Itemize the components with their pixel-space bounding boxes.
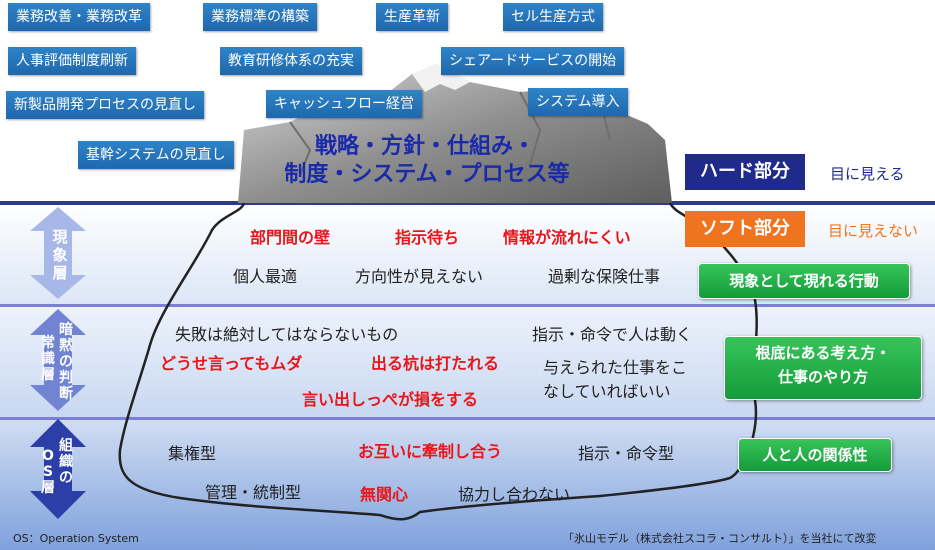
text-centralized: 集権型 bbox=[168, 444, 217, 463]
text-nail-sticks-out: 出る杭は打たれる bbox=[371, 354, 500, 373]
tag-product-development: 新製品開発プロセスの見直し bbox=[6, 91, 204, 119]
text-mutual-restraint: お互いに牽制し合う bbox=[358, 442, 503, 461]
tag-visible-behavior: 現象として現れる行動 bbox=[698, 263, 910, 299]
soft-part-label: ソフト部分 bbox=[685, 211, 805, 247]
tag-relationships: 人と人の関係性 bbox=[738, 438, 892, 472]
tag-business-improvement: 業務改善・業務改革 bbox=[8, 3, 150, 31]
layer-arrows bbox=[30, 207, 86, 519]
text-direction-unclear: 方向性が見えない bbox=[355, 267, 484, 286]
iceberg-outline bbox=[118, 202, 758, 521]
tag-hr-evaluation: 人事評価制度刷新 bbox=[8, 47, 136, 75]
tacit-layer-label-col2: 常識層 bbox=[41, 335, 55, 383]
tag-system-introduction: システム導入 bbox=[528, 88, 628, 116]
text-individual-optimum: 個人最適 bbox=[233, 267, 298, 286]
layer-divider-1 bbox=[0, 304, 935, 307]
text-must-not-fail: 失敗は絶対してはならないもの bbox=[175, 325, 399, 344]
text-information-not-flowing: 情報が流れにくい bbox=[503, 228, 631, 247]
main-title-line2: 制度・システム・プロセス等 bbox=[284, 162, 570, 187]
footer-os-definition: OS：Operation System bbox=[13, 532, 139, 545]
phenomenon-layer-label: 現象層 bbox=[52, 228, 68, 282]
text-useless-to-speak: どうせ言ってもムダ bbox=[160, 354, 303, 373]
layer-divider-2 bbox=[0, 417, 935, 420]
tag-cell-production: セル生産方式 bbox=[503, 3, 603, 31]
mountain-snow bbox=[412, 64, 470, 92]
footer-source-note: 「氷山モデル（株式会社スコラ・コンサルト）」を当社にて改変 bbox=[563, 532, 877, 545]
invisible-note: 目に見えない bbox=[828, 222, 919, 240]
tag-production-innovation: 生産革新 bbox=[376, 3, 448, 31]
text-control-type: 管理・統制型 bbox=[205, 483, 302, 502]
text-department-walls: 部門間の壁 bbox=[250, 228, 331, 247]
text-indifference: 無関心 bbox=[360, 485, 409, 504]
text-command-type: 指示・命令型 bbox=[578, 444, 675, 463]
tag-business-standard: 業務標準の構築 bbox=[203, 3, 317, 31]
visible-note: 目に見える bbox=[830, 165, 905, 183]
tag-shared-service: シェアードサービスの開始 bbox=[441, 47, 625, 75]
text-people-move-by-command: 指示・命令で人は動く bbox=[532, 325, 693, 344]
tag-training-system: 教育研修体系の充実 bbox=[220, 47, 362, 75]
hard-part-label: ハード部分 bbox=[685, 154, 805, 190]
text-waiting-instructions: 指示待ち bbox=[395, 228, 460, 247]
tacit-layer-label-col1: 暗黙の判断 bbox=[59, 322, 73, 402]
main-title-line1: 戦略・方針・仕組み・ bbox=[314, 134, 535, 159]
tag-core-system: 基幹システムの見直し bbox=[78, 141, 234, 169]
text-just-do-given-work-1: 与えられた仕事をこ bbox=[543, 358, 688, 377]
text-excess-insurance-work: 過剰な保険仕事 bbox=[548, 267, 661, 286]
tag-underlying-thinking: 根底にある考え方・仕事のやり方 bbox=[724, 336, 922, 400]
arrow-tacit bbox=[30, 309, 86, 411]
arrow-os bbox=[30, 419, 86, 519]
text-proposer-loses: 言い出しっぺが損をする bbox=[302, 390, 479, 409]
text-no-cooperation: 協力し合わない bbox=[458, 485, 571, 504]
text-just-do-given-work-2: なしていればいい bbox=[543, 382, 671, 401]
tag-cashflow: キャッシュフロー経営 bbox=[266, 90, 422, 118]
os-layer-label-col1: 組織の bbox=[59, 438, 73, 486]
arrow-phenomenon bbox=[30, 207, 86, 299]
